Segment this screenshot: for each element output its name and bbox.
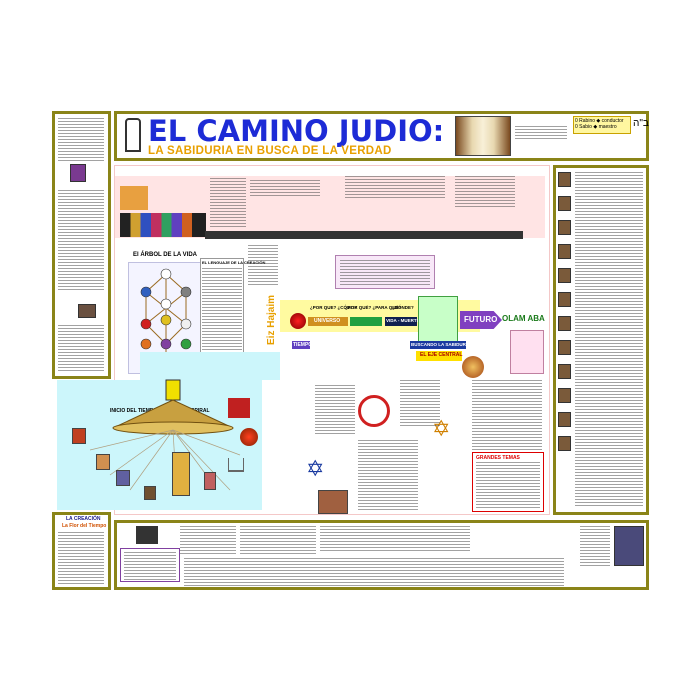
seal-icon <box>462 356 484 378</box>
universo-label: UNIVERSO <box>314 318 341 324</box>
portrait-8 <box>558 340 571 355</box>
sun-icon <box>240 428 258 446</box>
timeline-text-b <box>250 180 320 198</box>
history-figure-5 <box>172 452 190 496</box>
bottom-left-title: LA CREACIÓN <box>66 516 101 522</box>
universe-red-icon <box>290 313 306 329</box>
right-text-block <box>472 380 542 450</box>
timeline-text-c <box>345 176 445 198</box>
tiempo-label: TIEMPO <box>293 342 313 348</box>
left-sidebar-text-2 <box>58 190 104 290</box>
timeline-bar <box>205 231 523 239</box>
bottom-text-5 <box>184 558 564 586</box>
bottom-text-4 <box>320 526 470 552</box>
timeline-text-a <box>210 178 246 228</box>
legend-box: 0 Rabino ◆ conductor 0 Sabio ◆ maestro <box>573 116 631 134</box>
por-que-label-2: ¿POR QUÉ? ¿PARA QUÉ? <box>345 305 402 310</box>
bottom-text-3 <box>240 526 316 554</box>
middle-text-block <box>248 245 278 285</box>
page-title: EL CAMINO JUDIO: <box>148 114 445 148</box>
center-text-block-3 <box>400 380 440 428</box>
portrait-9 <box>558 364 571 379</box>
portrait-10 <box>558 388 571 403</box>
hebrew-mark: ב"ה <box>633 118 649 129</box>
portrait-4 <box>558 244 571 259</box>
futuro-label: FUTURO <box>464 315 498 324</box>
grandes-temas-title: GRANDES TEMAS <box>476 455 520 461</box>
menorah-icon <box>125 118 141 152</box>
olam-aba-label: OLAM ABA <box>502 314 545 323</box>
buscando-label: BUSCANDO LA SABIDURÍA <box>411 342 471 347</box>
portrait-3 <box>558 220 571 235</box>
tiempo-bar <box>292 341 310 349</box>
creation-language-title: EL LENGUAJE DE LA CREACIÓN <box>202 260 266 265</box>
header-text-block <box>515 126 567 140</box>
tree-title: El ÁRBOL DE LA VIDA <box>133 252 198 258</box>
bottom-left-subtitle: La Flor del Tiempo <box>62 523 107 529</box>
bottom-dark-box <box>136 526 158 544</box>
center-text-block-1 <box>315 385 355 435</box>
left-sidebar-image <box>70 164 86 182</box>
bottom-right-image <box>614 526 644 566</box>
spiral-graphic <box>112 379 234 435</box>
grandes-temas-text <box>476 462 540 510</box>
center-text-block-2 <box>358 440 418 512</box>
torah-scroll-image <box>455 116 511 156</box>
history-lines <box>89 429 241 491</box>
synagogue-image <box>318 490 348 514</box>
right-pink-panel <box>510 330 544 374</box>
portrait-2 <box>558 196 571 211</box>
history-figure-1 <box>72 428 86 444</box>
history-figure-6 <box>204 472 216 490</box>
por-que-label-1: ¿POR QUE? ¿CÓMO? <box>310 305 357 310</box>
red-book-icon <box>228 398 250 418</box>
buscando-bar <box>410 341 466 349</box>
donde-label: ¿DÓNDE? <box>392 305 414 310</box>
eiz-hajaim-label: Eiz Hajaim <box>266 294 277 345</box>
history-area-top <box>140 352 280 380</box>
sefirot-icons-row <box>120 213 206 237</box>
portrait-6 <box>558 292 571 307</box>
portrait-11 <box>558 412 571 427</box>
vida-muerte-label: VIDA - MUERTE <box>386 318 420 323</box>
book-image <box>78 304 96 318</box>
futuro-arrow <box>460 311 502 329</box>
history-figure-4 <box>144 486 156 500</box>
eje-central-box <box>416 351 462 361</box>
universo-box <box>308 317 348 326</box>
portrait-1 <box>558 172 571 187</box>
bottom-text-2 <box>180 526 236 554</box>
bottom-left-text <box>58 532 104 584</box>
history-figure-3 <box>116 470 130 486</box>
bottom-right-text <box>580 526 610 566</box>
history-figure-2 <box>96 454 110 470</box>
timeline-text-d <box>455 176 515 208</box>
violet-timeline-text <box>340 260 430 285</box>
green-box <box>350 317 382 326</box>
cross-icon <box>358 395 390 427</box>
left-sidebar-text-3 <box>58 325 104 373</box>
menorah-small-icon <box>228 458 244 472</box>
eje-central-label: EL EJE CENTRAL <box>420 352 463 358</box>
genesis-image <box>120 186 148 210</box>
bottom-text-1 <box>124 552 176 580</box>
green-pillar <box>418 296 458 346</box>
portrait-5 <box>558 268 571 283</box>
right-sidebar-text <box>575 172 643 508</box>
left-sidebar-text <box>58 118 104 163</box>
star-of-david-left: ✡ <box>306 456 325 481</box>
portrait-7 <box>558 316 571 331</box>
history-area <box>57 380 262 510</box>
page-subtitle: LA SABIDURIA EN BUSCA DE LA VERDAD <box>148 145 392 157</box>
portrait-12 <box>558 436 571 451</box>
vida-muerte-box <box>385 317 417 326</box>
